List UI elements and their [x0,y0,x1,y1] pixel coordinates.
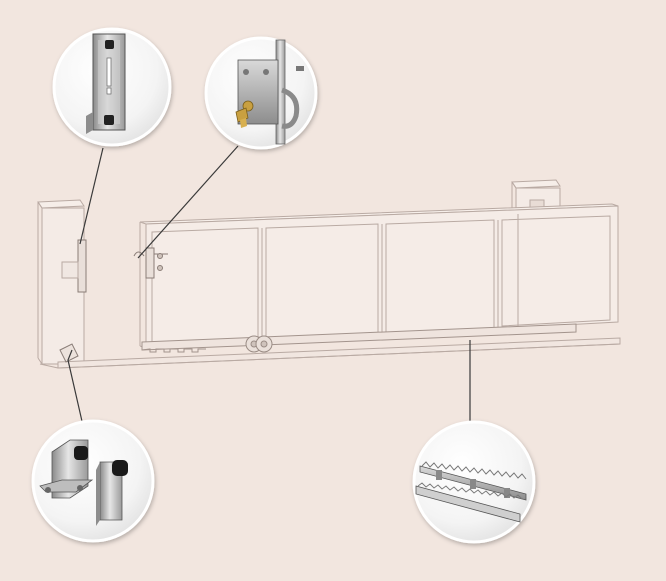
gate-drawing [37,179,621,369]
ground-track [39,337,621,369]
stop-plate-icon [86,33,126,134]
rack-bar-bottom [415,482,523,523]
leader-stop-plate [79,147,104,245]
gate-frame [139,203,619,349]
leader-lines [67,145,471,431]
lock-on-gate [133,247,168,279]
end-stop-on-track [59,343,79,363]
rack-icon [415,461,527,523]
gate-wheels [245,335,273,353]
end-stop-icon [39,439,128,526]
lock-icon [235,39,304,145]
leader-lock [137,145,239,259]
stop-plate-on-post [61,239,87,293]
callout-gear-rack [412,420,536,544]
left-post [37,199,85,365]
callout-end-stops [31,419,155,543]
callout-hook-lock [204,36,318,150]
leader-end-stop [67,349,85,431]
rack-bar-top [419,461,527,501]
callout-stop-plate [52,27,172,147]
